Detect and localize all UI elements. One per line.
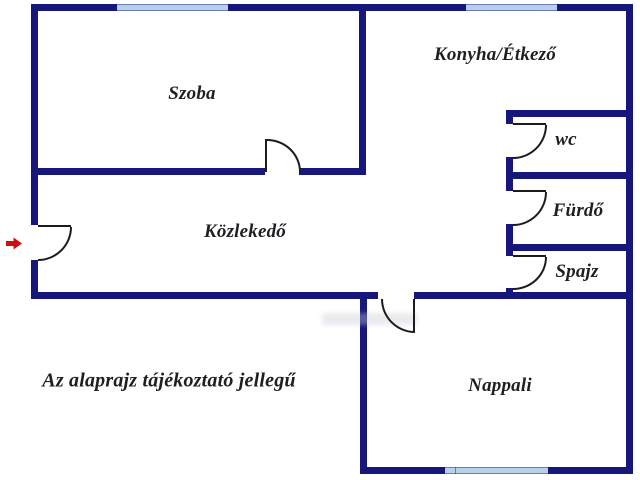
room-label-konyha-etkezo: Konyha/Étkező — [434, 44, 556, 65]
disclaimer-text: Az alaprajz tájékoztató jellegű — [42, 369, 296, 392]
szoba-door-leaf — [265, 139, 267, 172]
furdo-door-leaf — [513, 190, 546, 192]
room-label-furdo: Fürdő — [552, 200, 604, 221]
wall-middle-horizontal-right — [414, 292, 633, 299]
room-label-szoba: Szoba — [168, 83, 216, 104]
szoba-door-arc — [267, 139, 301, 172]
spajz-door-arc — [513, 257, 547, 290]
wall-left-lower — [31, 260, 38, 299]
entrance-door-leaf — [38, 225, 71, 227]
wall-right — [626, 4, 633, 474]
wall-column-seg-4 — [506, 288, 513, 299]
wall-wc-furdo-divider — [506, 172, 633, 179]
wall-furdo-spajz-divider — [506, 244, 633, 251]
wall-top — [31, 4, 633, 11]
window-nappali — [445, 467, 548, 474]
window-konyha — [466, 4, 557, 11]
window-szoba — [117, 4, 228, 11]
wall-nappali-left — [360, 292, 367, 474]
nappali-door-arc — [381, 299, 415, 333]
wall-column-seg-3 — [506, 224, 513, 256]
spajz-door-leaf — [513, 255, 546, 257]
wall-szoba-hall-right — [299, 168, 366, 175]
entrance-door-arc — [38, 227, 72, 261]
room-label-spajz: Spajz — [555, 261, 599, 282]
entrance-arrow-icon — [6, 237, 22, 250]
wall-szoba-hall-left — [31, 168, 265, 175]
furdo-door-arc — [513, 192, 547, 226]
wall-wc-top — [506, 110, 633, 117]
room-label-wc: wc — [555, 129, 577, 150]
wall-left-upper — [31, 4, 38, 225]
wc-door-leaf — [513, 123, 546, 125]
room-label-nappali: Nappali — [468, 375, 532, 396]
wall-column-seg-1 — [506, 110, 513, 124]
wc-door-arc — [513, 125, 547, 159]
wall-column-seg-2 — [506, 157, 513, 191]
wall-szoba-konyha-divider — [359, 4, 366, 175]
wall-middle-horizontal-left — [31, 292, 378, 299]
room-label-kozlekedo: Közlekedő — [203, 221, 287, 242]
window-pane-divider — [455, 467, 456, 474]
